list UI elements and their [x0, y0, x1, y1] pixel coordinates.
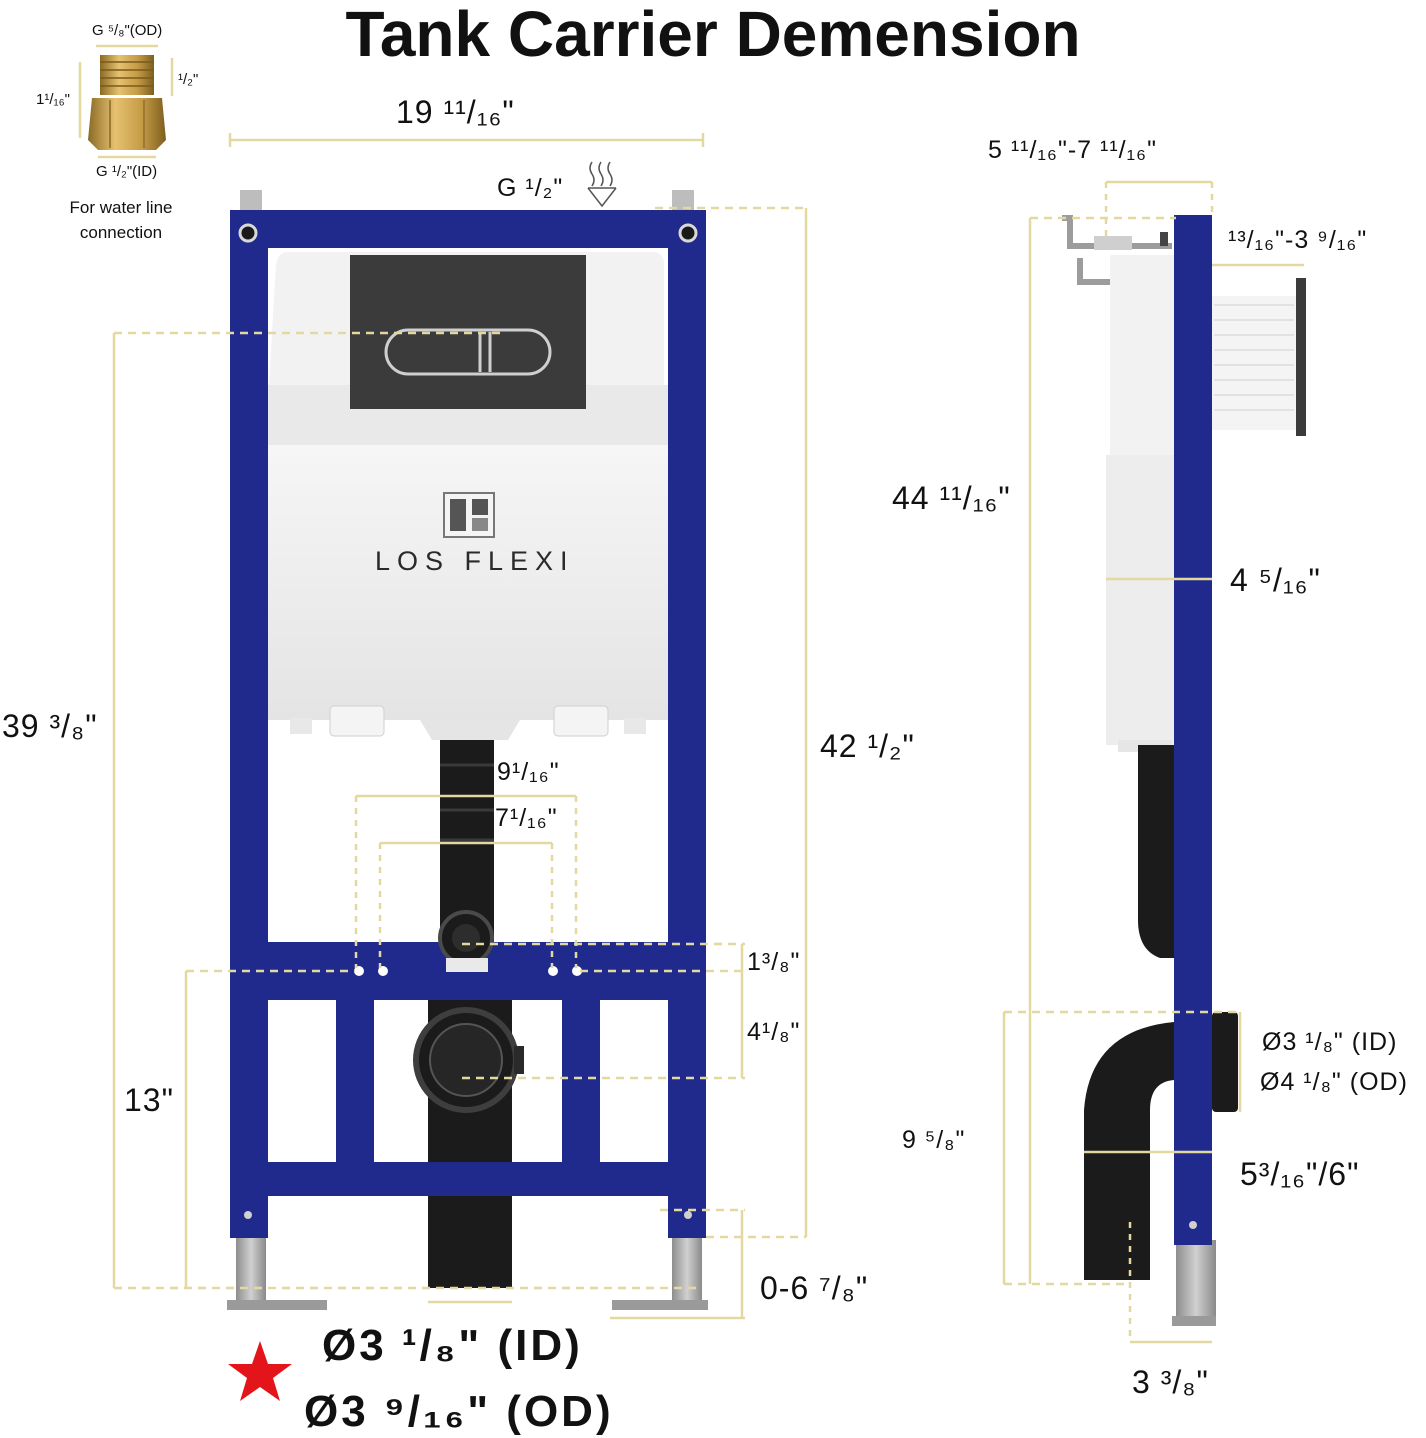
frame-bottom-rail — [230, 1162, 706, 1196]
water-inlet-icon — [587, 161, 617, 208]
left-leg — [236, 1232, 266, 1308]
front-height-total: 42 ¹/₂" — [820, 728, 915, 764]
right-leg — [672, 1232, 702, 1308]
front-dimension-lines — [112, 133, 808, 1320]
front-offset-drain: 4¹/₈" — [747, 1018, 801, 1046]
side-height: 44 ¹¹/₁₆" — [892, 480, 1011, 516]
brand-label: LOS FLEXI — [375, 546, 575, 576]
side-outlet-id: Ø3 ¹/₈" (ID) — [1262, 1028, 1398, 1056]
adapter-note-line-2: connection — [79, 222, 163, 242]
side-tank — [1106, 455, 1174, 745]
frame-right-post — [668, 210, 706, 1238]
adapter-note-line-1: For water line — [69, 198, 173, 217]
side-outlet-height: 9 ⁵/₈" — [902, 1126, 966, 1154]
frame-top-rail — [230, 210, 706, 248]
adapter-id-label: G ¹/₂"(ID) — [96, 163, 158, 180]
side-outlet-od: Ø4 ¹/₈" (OD) — [1260, 1068, 1408, 1096]
star-icon — [228, 1341, 292, 1401]
front-height-button: 39 ³/₈" — [2, 708, 98, 744]
front-offset-small: 1³/₈" — [747, 948, 801, 976]
side-dimension-lines — [1002, 180, 1304, 1344]
adapter-side-label: ¹/₂" — [178, 71, 199, 88]
front-leg-adjust: 0-6 ⁷/₈" — [760, 1270, 869, 1306]
side-depth-range: 5 ¹¹/₁₆"-7 ¹¹/₁₆" — [988, 136, 1158, 164]
side-plate-range: ¹³/₁₆"-3 ⁹/₁₆" — [1228, 226, 1368, 254]
front-spacing-inner: 7¹/₁₆" — [495, 804, 558, 832]
tank-body — [268, 445, 668, 720]
adapter-height-label: 1¹/₁₆" — [36, 91, 70, 108]
flush-button-icon — [384, 328, 552, 376]
page-title: Tank Carrier Demension — [345, 0, 1081, 70]
front-inlet: G ¹/₂" — [497, 174, 564, 202]
front-spacing-outer: 9¹/₁₆" — [497, 758, 560, 786]
adapter-note: For water line connection — [40, 196, 202, 245]
side-outlet-depth: 5³/₁₆"/6" — [1240, 1156, 1360, 1192]
pipe-spec-od: Ø3 ⁹/₁₆" (OD) — [304, 1387, 614, 1436]
front-bracket-height: 13" — [124, 1082, 174, 1118]
brass-adapter — [78, 44, 174, 159]
pipe-spec-id: Ø3 ¹/₈" (ID) — [322, 1321, 583, 1370]
frame-left-post — [230, 210, 268, 1238]
side-tank-depth: 4 ⁵/₁₆" — [1230, 562, 1321, 598]
brand-logo-icon — [443, 492, 495, 538]
front-width-top: 19 ¹¹/₁₆" — [396, 94, 515, 130]
adapter-od-label: G ⁵/₈"(OD) — [92, 22, 163, 39]
side-frame-post — [1174, 215, 1212, 1245]
side-view — [1062, 215, 1306, 1326]
side-bottom-offset: 3 ³/₈" — [1132, 1364, 1209, 1400]
